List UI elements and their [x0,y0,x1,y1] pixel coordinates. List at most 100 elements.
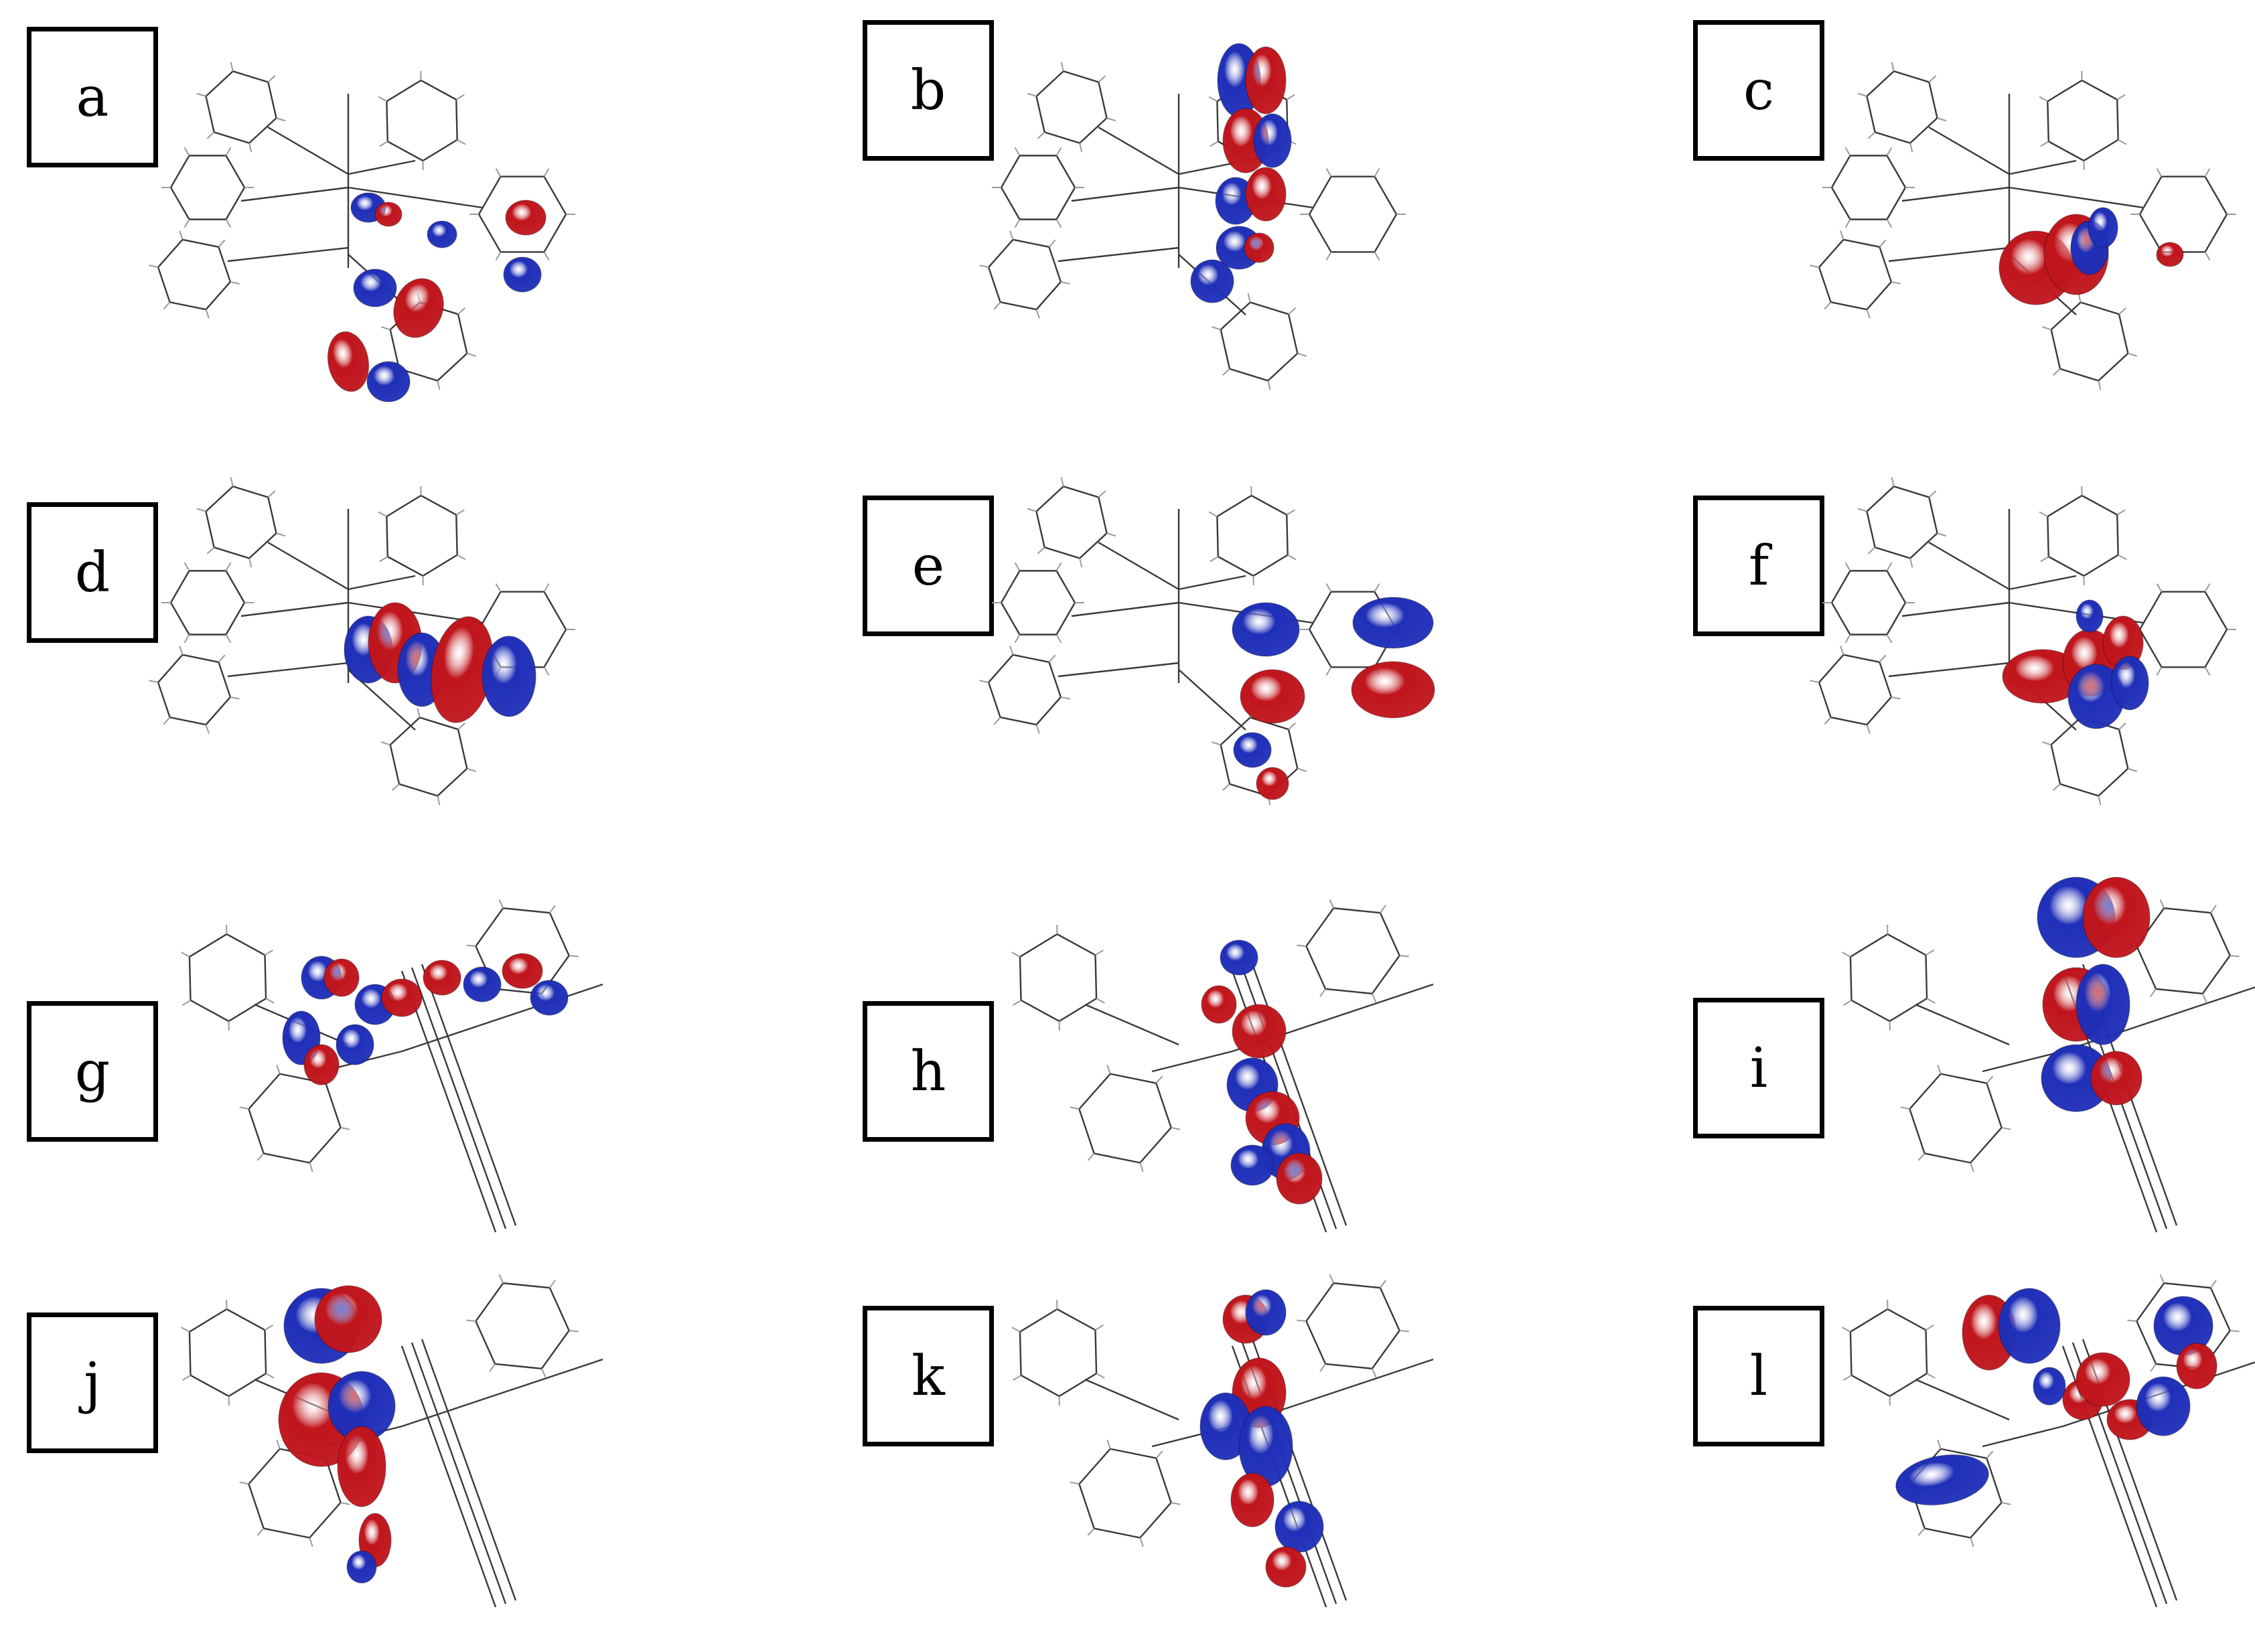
ring-upper-left [196,477,286,568]
negative-lobe-5 [463,966,502,1002]
negative-lobe-8 [1190,259,1234,303]
ring-lower [1212,293,1307,390]
ring-right [2130,583,2236,676]
molecule-view-h [1011,899,1434,1233]
negative-lobe-10 [336,1024,374,1065]
positive-lobe-1 [374,202,403,227]
bond-4 [1178,575,1246,591]
panel-g: g [0,884,750,1259]
bond-7 [1888,246,2010,262]
panel-label-d: d [27,502,158,643]
bond-1 [267,126,349,175]
ring-bottom-left [239,1065,350,1172]
panel-label-j: j [27,1312,158,1453]
negative-lobe-4 [503,256,542,293]
bond-2 [240,601,349,617]
ring-left [161,562,254,644]
ring-top-left [181,924,275,1031]
bond-5 [2009,186,2144,209]
molecule-view-b [979,43,1406,390]
ring-upper-right [378,485,466,586]
panel-i: i [1500,877,2255,1259]
ring-lower-left [149,646,240,734]
panel-k: k [750,1272,1500,1652]
negative-lobe-2 [2033,1367,2066,1406]
bond-4 [348,575,416,591]
negative-lobe-9 [1895,1454,1989,1506]
positive-lobe-3 [505,200,547,236]
ring-upper-left [1857,62,1947,153]
ring-right [1300,168,1406,260]
panel-a: a [0,0,750,415]
bond-2 [1901,601,2010,617]
panel-l: l [1500,1272,2255,1652]
ring-lower [381,708,476,806]
ring-top-right [1297,899,1409,1002]
ring-lower-left [1810,646,1901,734]
panel-c: c [1500,0,2255,415]
bond-6 [421,1339,517,1601]
negative-lobe-6 [1275,1501,1324,1553]
bond-2 [1151,1050,1233,1073]
positive-lobe-1 [1240,669,1305,724]
ring-upper-right [2039,70,2127,171]
ring-upper-left [1027,477,1116,568]
bond-1 [1928,126,2010,175]
bond-1 [1084,1003,1179,1046]
panel-label-g: g [27,1001,158,1142]
bond-2 [1982,1425,2063,1448]
ring-bottom-left [1070,1065,1181,1172]
ring-right [2130,168,2236,260]
bond-4 [2009,575,2077,591]
negative-lobe-3 [1253,113,1292,168]
bond-1 [1098,541,1179,591]
bond-7 [1058,246,1179,262]
positive-lobe-9 [303,1044,340,1085]
positive-lobe-8 [2176,1343,2217,1390]
molecule-view-d [149,477,575,806]
bond-6 [421,964,517,1226]
ring-lower-left [979,646,1070,734]
positive-lobe-1 [314,1285,382,1353]
ring-bottom-left [1070,1440,1181,1547]
bond-2 [1901,186,2010,202]
panel-h: h [750,884,1500,1259]
negative-lobe-7 [1230,1144,1275,1186]
ring-top-right [466,1274,579,1377]
ring-upper-right [378,70,466,171]
positive-lobe-1 [323,958,360,997]
negative-lobe-1 [1998,1288,2061,1364]
bond-2 [1071,186,1179,202]
bond-7 [227,246,349,262]
positive-lobe-1 [1245,46,1287,115]
ring-upper-right [1208,485,1297,586]
panel-f: f [1500,415,2255,830]
panel-label-f: f [1693,496,1824,636]
panel-label-b: b [863,20,994,161]
ring-lower-left [979,230,1070,319]
positive-lobe-6 [502,953,543,989]
ring-top-left [1011,1299,1105,1406]
ring-lower-left [149,230,240,319]
negative-lobe-0 [1220,940,1258,976]
positive-lobe-5 [1245,167,1287,222]
negative-lobe-3 [2088,207,2118,248]
panel-label-e: e [863,496,994,636]
positive-lobe-4 [423,960,461,996]
molecule-view-l [1842,1274,2255,1608]
panel-b: b [750,0,1500,415]
panel-e: e [750,415,1500,830]
negative-lobe-3 [2076,964,2130,1045]
bond-1 [1915,1378,2010,1421]
positive-lobe-6 [1276,1152,1323,1205]
ring-upper-left [196,62,286,153]
panel-label-a: a [27,27,158,167]
ring-bottom-left [1900,1065,2011,1172]
ring-left [992,147,1084,228]
positive-lobe-7 [1244,232,1275,263]
panel-label-h: h [863,1001,994,1142]
panel-label-c: c [1693,20,1824,161]
ring-top-left [1011,924,1105,1031]
bond-1 [267,541,349,591]
molecule-view-e [979,477,1435,806]
